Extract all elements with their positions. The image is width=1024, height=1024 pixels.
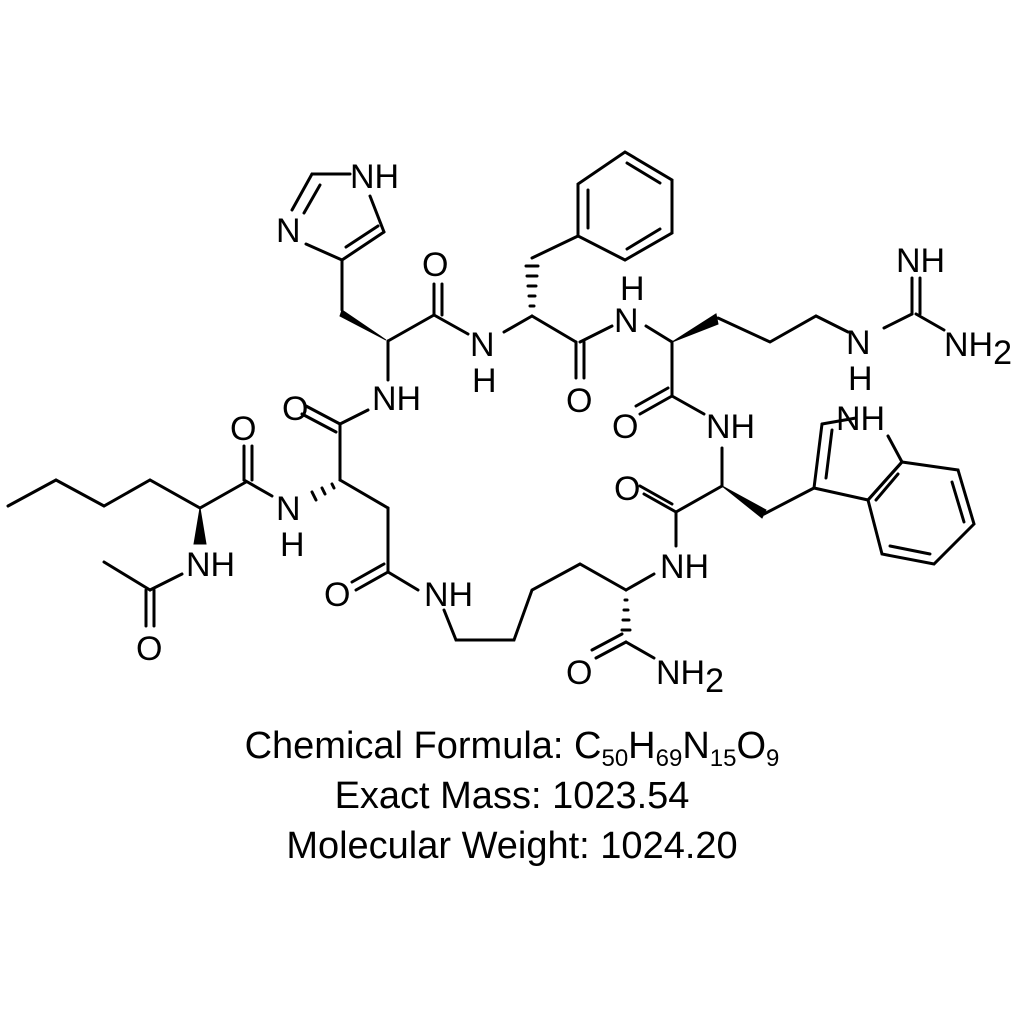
exact-mass: Exact Mass: 1023.54	[0, 774, 1024, 818]
formula-label: Chemical Formula:	[244, 725, 575, 767]
formula-h-count: 69	[655, 745, 683, 772]
c-terminal-nh2-label: NH2	[656, 654, 724, 700]
nle-wedge-bond	[193, 507, 207, 545]
his-phe-amide-n-label: N	[470, 326, 495, 364]
formula-c: C	[574, 725, 602, 767]
formula-c-count: 50	[601, 745, 629, 772]
c-terminal-o-label: O	[566, 654, 592, 692]
formula-o: O	[736, 725, 767, 767]
phe-carbonyl-o-label: O	[566, 382, 592, 420]
guanidine-n-label: N	[846, 324, 871, 362]
asp-hashed-bond	[310, 482, 336, 502]
nle-carbonyl-o-label: O	[230, 410, 256, 448]
trp-wedge-bond	[721, 485, 767, 519]
phe-arg-amide-h-label: H	[620, 270, 645, 308]
lactam-nh-label: NH	[424, 576, 473, 614]
acetyl-nh-label: NH	[186, 546, 235, 584]
phe-hashed-bond	[524, 264, 540, 308]
formula-n-count: 15	[709, 745, 737, 772]
guanidine-imine-label: NH	[896, 242, 945, 280]
his-carbonyl-o-label: O	[422, 246, 448, 284]
formula-h: H	[628, 725, 656, 767]
indole-nh-label: NH	[836, 400, 885, 438]
molecular-weight-label: Molecular Weight:	[286, 825, 601, 867]
exact-mass-value: 1023.54	[552, 775, 690, 817]
exact-mass-label: Exact Mass:	[334, 775, 553, 817]
his-phe-amide-h-label: H	[472, 362, 497, 400]
imidazole-n-label: N	[276, 212, 301, 250]
arg-wedge-bond	[671, 313, 719, 343]
imidazole-nh-label: NH	[350, 158, 399, 196]
arg-carbonyl-o-label: O	[612, 408, 638, 446]
phe-arg-amide-n-label: N	[614, 302, 639, 340]
chemical-structure-diagram: NH N O N H O H N N	[6, 150, 1012, 700]
nle-asp-amide-h-label: H	[280, 526, 305, 564]
imidazole-ring	[290, 172, 386, 312]
trp-lys-amide-label: NH	[660, 548, 709, 586]
trp-carbonyl-o-label: O	[614, 470, 640, 508]
acetyl-o-label: O	[136, 630, 162, 668]
indole-ring	[812, 416, 976, 566]
molecular-weight: Molecular Weight: 1024.20	[0, 824, 1024, 868]
asp-side-o-label: O	[324, 576, 350, 614]
molecular-weight-value: 1024.20	[600, 825, 738, 867]
formula-n: N	[682, 725, 710, 767]
asp-carbonyl-o-label: O	[282, 390, 308, 428]
arg-trp-amide-label: NH	[706, 408, 755, 446]
formula-o-count: 9	[766, 745, 780, 772]
nle-asp-amide-n-label: N	[276, 490, 301, 528]
lys-hashed-bond	[620, 598, 632, 632]
asp-his-amide-label: NH	[372, 380, 421, 418]
his-wedge-bond	[339, 309, 387, 341]
guanidine-h-label: H	[848, 360, 873, 398]
benzene-ring	[576, 150, 674, 262]
chemical-formula: Chemical Formula: C50H69N15O9	[0, 724, 1024, 771]
guanidine-nh2-label: NH2	[944, 326, 1012, 372]
